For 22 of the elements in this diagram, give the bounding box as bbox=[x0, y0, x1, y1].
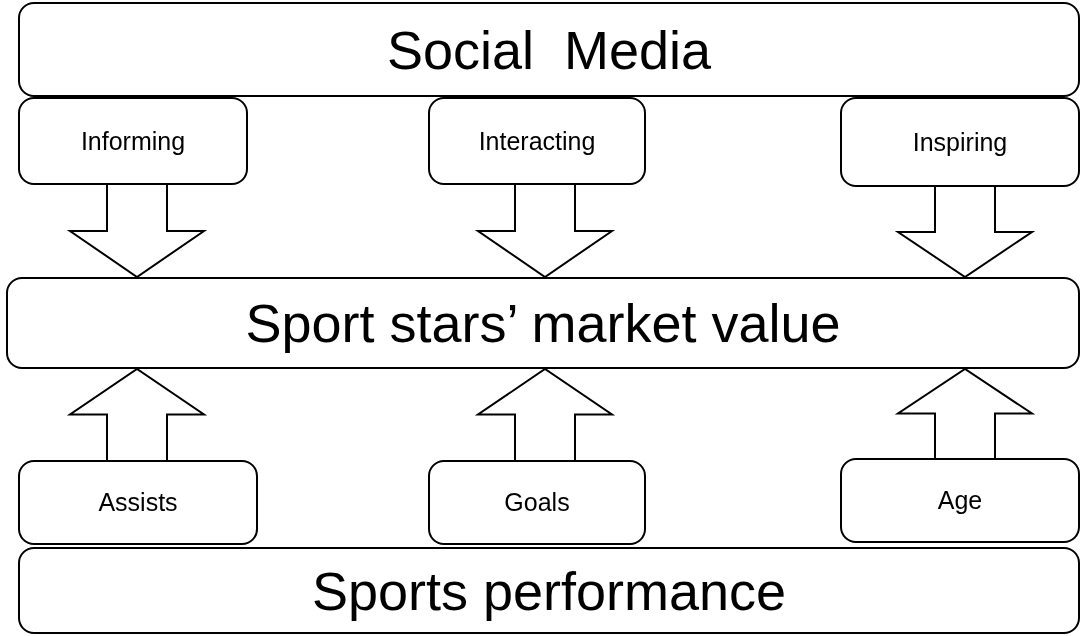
node-text: Age bbox=[937, 488, 983, 513]
node-text: Assists bbox=[98, 490, 178, 515]
label-box bbox=[840, 458, 1080, 543]
block-arrow bbox=[66, 184, 208, 279]
block-arrow bbox=[474, 367, 616, 461]
node-text: Goals bbox=[504, 490, 570, 515]
band-box bbox=[6, 277, 1080, 369]
label-box bbox=[840, 97, 1080, 187]
block-arrow bbox=[894, 367, 1036, 459]
node-text: Inspiring bbox=[912, 129, 1008, 155]
label-box bbox=[428, 460, 646, 545]
node-text: Interacting bbox=[478, 128, 596, 154]
block-arrow bbox=[474, 184, 616, 279]
node-text: Informing bbox=[80, 128, 186, 154]
label-box bbox=[18, 97, 248, 185]
block-arrow bbox=[894, 186, 1036, 279]
block-arrow bbox=[66, 367, 208, 461]
label-box bbox=[18, 460, 258, 545]
node-text: Social Media bbox=[386, 22, 712, 77]
band-box bbox=[18, 547, 1080, 634]
band-box bbox=[18, 2, 1080, 97]
label-box bbox=[428, 97, 646, 185]
